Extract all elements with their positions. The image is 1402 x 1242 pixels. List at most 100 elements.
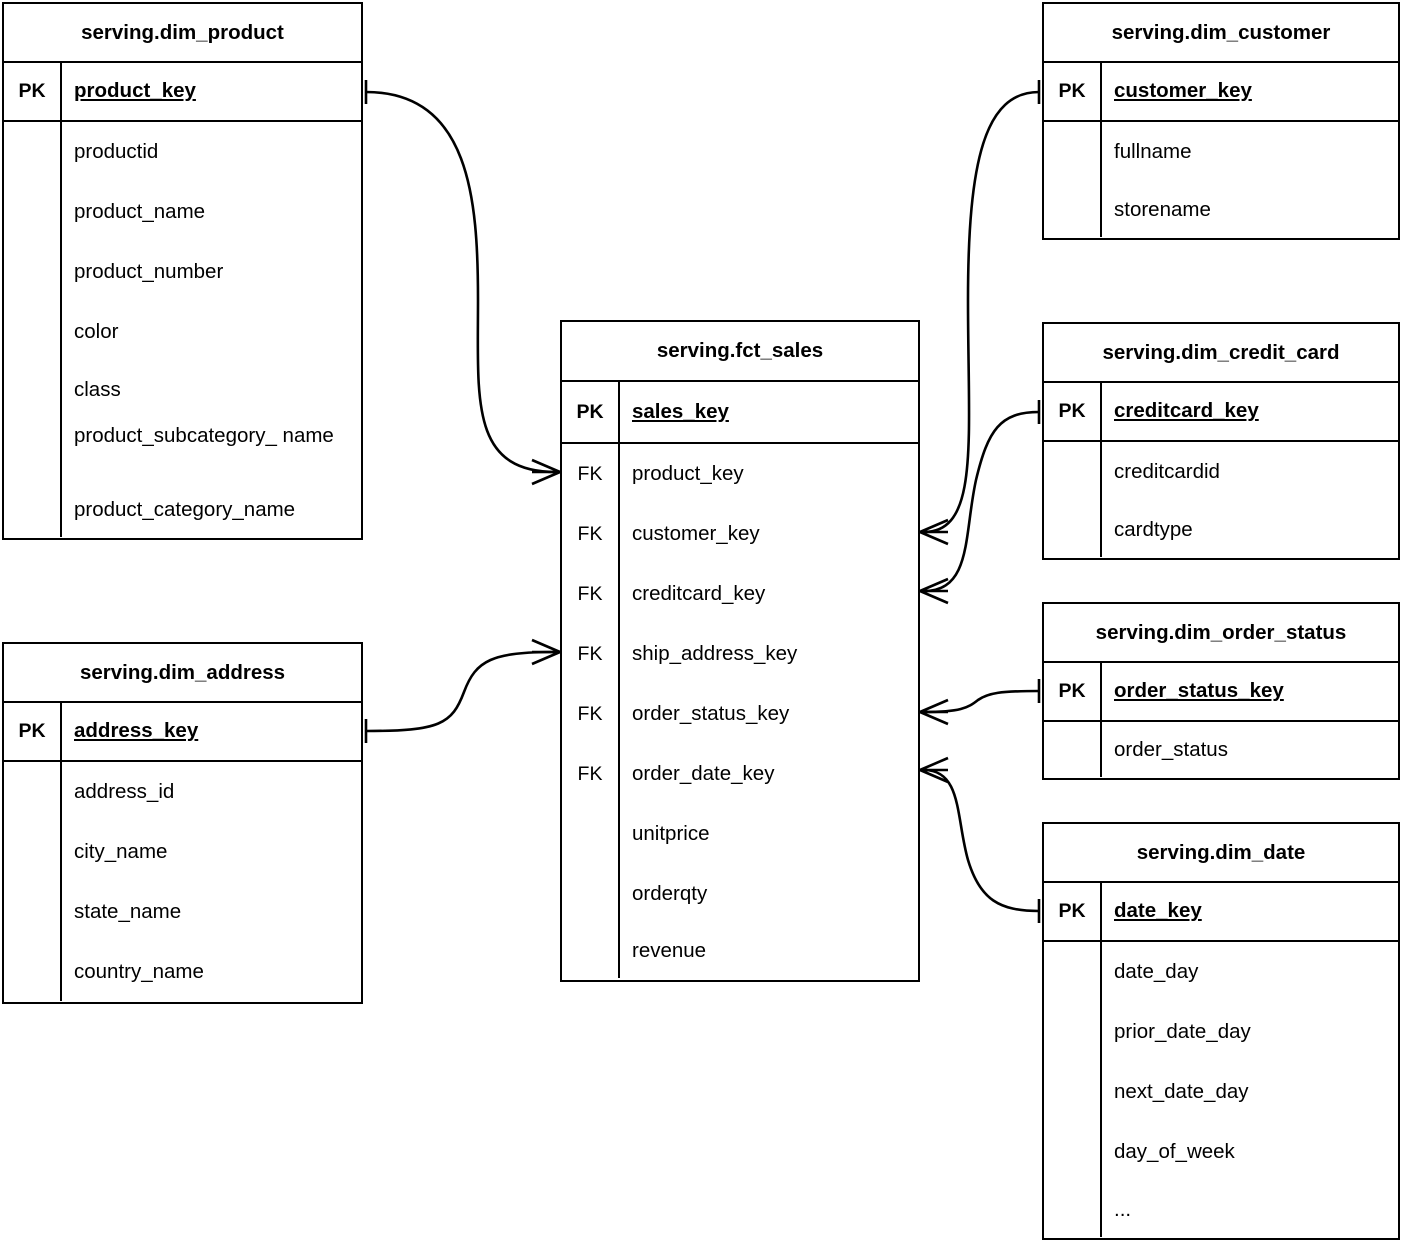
key-spacer bbox=[1044, 1122, 1102, 1182]
attribute-row[interactable]: day_of_week bbox=[1044, 1122, 1398, 1182]
attribute-list-dim-customer: fullname storename bbox=[1044, 122, 1398, 237]
attribute-row[interactable]: color bbox=[4, 302, 361, 362]
pk-row-fct-sales[interactable]: PK sales_key bbox=[562, 382, 918, 444]
attribute-name: productid bbox=[74, 140, 159, 163]
attribute-name: country_name bbox=[74, 959, 204, 983]
measure-row[interactable]: orderqty bbox=[562, 864, 918, 924]
key-spacer bbox=[4, 362, 62, 418]
attribute-name: next_date_day bbox=[1114, 1080, 1249, 1103]
relationship-creditcard-to-sales bbox=[919, 400, 1041, 605]
entity-dim-address[interactable]: serving.dim_address PK address_key addre… bbox=[2, 642, 363, 1004]
key-spacer bbox=[562, 924, 620, 978]
fk-field-name: product_key bbox=[632, 462, 744, 485]
pk-field-name: sales_key bbox=[632, 399, 729, 423]
attribute-row[interactable]: address_id bbox=[4, 762, 361, 822]
key-spacer bbox=[4, 418, 62, 482]
attribute-row[interactable]: product_name bbox=[4, 182, 361, 242]
entity-title-dim-credit-card: serving.dim_credit_card bbox=[1044, 324, 1398, 383]
attribute-row[interactable]: ... bbox=[1044, 1182, 1398, 1237]
attribute-row[interactable]: state_name bbox=[4, 882, 361, 942]
crowfoot-sales-product bbox=[531, 458, 561, 486]
entity-dim-product[interactable]: serving.dim_product PK product_key produ… bbox=[2, 2, 363, 540]
attribute-row[interactable]: cardtype bbox=[1044, 502, 1398, 557]
pk-row-dim-date[interactable]: PK date_key bbox=[1044, 883, 1398, 942]
attribute-name: ... bbox=[1114, 1197, 1132, 1221]
crowfoot-sales-creditcard bbox=[919, 577, 949, 605]
fk-badge: FK bbox=[562, 504, 620, 564]
attribute-row[interactable]: product_number bbox=[4, 242, 361, 302]
attribute-row[interactable]: storename bbox=[1044, 182, 1398, 237]
relationship-customer-to-sales bbox=[919, 80, 1041, 546]
attribute-row[interactable]: product_category_name bbox=[4, 482, 361, 537]
pk-badge: PK bbox=[1044, 383, 1102, 440]
key-spacer bbox=[4, 182, 62, 242]
attribute-name: prior_date_day bbox=[1114, 1020, 1251, 1043]
attribute-name: day_of_week bbox=[1114, 1140, 1235, 1163]
fk-row[interactable]: FK customer_key bbox=[562, 504, 918, 564]
key-spacer bbox=[1044, 1002, 1102, 1062]
entity-dim-order-status[interactable]: serving.dim_order_status PK order_status… bbox=[1042, 602, 1400, 780]
relationship-address-to-sales bbox=[364, 638, 561, 743]
fk-row[interactable]: FK order_date_key bbox=[562, 744, 918, 804]
attribute-name: date_day bbox=[1114, 960, 1199, 983]
attribute-name: address_id bbox=[74, 780, 175, 803]
fk-badge: FK bbox=[562, 684, 620, 744]
column-list-fct-sales: FK product_key FK customer_key FK credit… bbox=[562, 444, 918, 978]
crowfoot-sales-ship-address bbox=[531, 638, 561, 666]
fk-row[interactable]: FK ship_address_key bbox=[562, 624, 918, 684]
fk-row[interactable]: FK creditcard_key bbox=[562, 564, 918, 624]
attribute-name: creditcardid bbox=[1114, 460, 1220, 483]
attribute-row[interactable]: country_name bbox=[4, 942, 361, 1001]
measure-row[interactable]: revenue bbox=[562, 924, 918, 978]
attribute-row[interactable]: product_subcategory_ name bbox=[4, 418, 361, 482]
pk-row-dim-credit-card[interactable]: PK creditcard_key bbox=[1044, 383, 1398, 442]
attribute-row[interactable]: order_status bbox=[1044, 722, 1398, 777]
key-spacer bbox=[4, 242, 62, 302]
pk-field-name: customer_key bbox=[1114, 79, 1252, 103]
pk-row-dim-product[interactable]: PK product_key bbox=[4, 63, 361, 122]
relationship-orderstatus-to-sales bbox=[919, 679, 1041, 726]
entity-title-dim-address: serving.dim_address bbox=[4, 644, 361, 703]
pk-row-dim-order-status[interactable]: PK order_status_key bbox=[1044, 663, 1398, 722]
relationship-date-to-sales bbox=[919, 756, 1041, 923]
entity-fct-sales[interactable]: serving.fct_sales PK sales_key FK produc… bbox=[560, 320, 920, 982]
entity-title-dim-customer: serving.dim_customer bbox=[1044, 4, 1398, 63]
attribute-list-dim-product: productid product_name product_number co… bbox=[4, 122, 361, 537]
pk-row-dim-customer[interactable]: PK customer_key bbox=[1044, 63, 1398, 122]
fk-field-name: order_date_key bbox=[632, 762, 775, 785]
crowfoot-sales-order-status bbox=[919, 698, 949, 726]
attribute-row[interactable]: date_day bbox=[1044, 942, 1398, 1002]
attribute-name: product_subcategory_ name bbox=[74, 424, 334, 447]
pk-badge: PK bbox=[1044, 63, 1102, 120]
attribute-name: product_name bbox=[74, 200, 206, 223]
measure-name: orderqty bbox=[632, 882, 708, 905]
attribute-row[interactable]: productid bbox=[4, 122, 361, 182]
attribute-row[interactable]: fullname bbox=[1044, 122, 1398, 182]
fk-field-name: customer_key bbox=[632, 522, 760, 545]
key-spacer bbox=[562, 804, 620, 864]
key-spacer bbox=[562, 864, 620, 924]
pk-field-name: product_key bbox=[74, 79, 196, 103]
key-spacer bbox=[4, 302, 62, 362]
attribute-row[interactable]: creditcardid bbox=[1044, 442, 1398, 502]
measure-row[interactable]: unitprice bbox=[562, 804, 918, 864]
entity-dim-credit-card[interactable]: serving.dim_credit_card PK creditcard_ke… bbox=[1042, 322, 1400, 560]
key-spacer bbox=[1044, 1062, 1102, 1122]
attribute-row[interactable]: city_name bbox=[4, 822, 361, 882]
pk-row-dim-address[interactable]: PK address_key bbox=[4, 703, 361, 762]
key-spacer bbox=[1044, 1182, 1102, 1237]
pk-field-name: address_key bbox=[74, 719, 199, 743]
fk-field-name: ship_address_key bbox=[632, 642, 798, 665]
entity-title-fct-sales: serving.fct_sales bbox=[562, 322, 918, 382]
entity-dim-customer[interactable]: serving.dim_customer PK customer_key ful… bbox=[1042, 2, 1400, 240]
attribute-row[interactable]: prior_date_day bbox=[1044, 1002, 1398, 1062]
attribute-name: fullname bbox=[1114, 140, 1192, 163]
fk-row[interactable]: FK order_status_key bbox=[562, 684, 918, 744]
attribute-row[interactable]: class bbox=[4, 362, 361, 418]
attribute-row[interactable]: next_date_day bbox=[1044, 1062, 1398, 1122]
crowfoot-sales-order-date bbox=[919, 756, 949, 784]
entity-dim-date[interactable]: serving.dim_date PK date_key date_day pr… bbox=[1042, 822, 1400, 1240]
attribute-name: storename bbox=[1114, 197, 1211, 221]
fk-row[interactable]: FK product_key bbox=[562, 444, 918, 504]
